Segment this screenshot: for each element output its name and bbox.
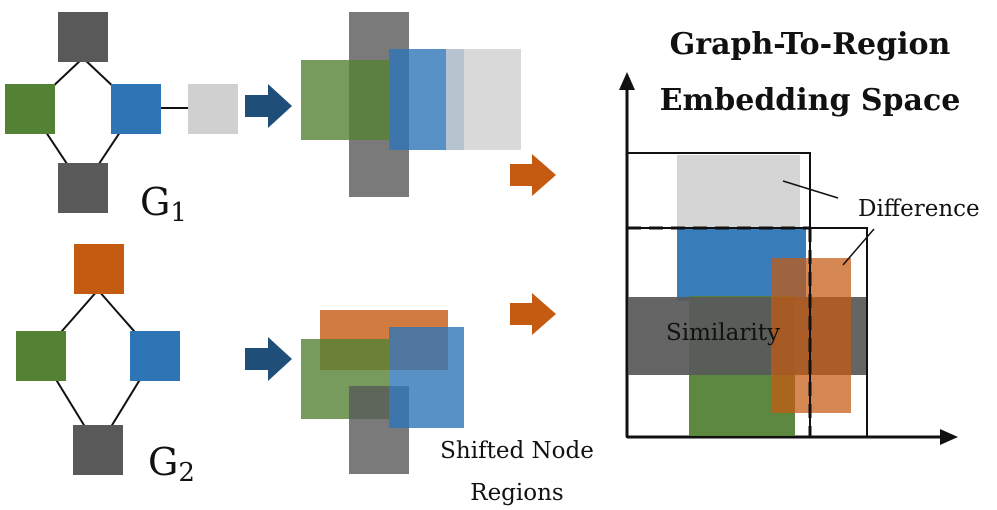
g2-label: G2 [148,440,195,488]
embedding-title-line2: Embedding Space [660,83,961,118]
g1-node-right [111,84,161,134]
g2-node-left [16,331,66,381]
shifted-caption-line1: Shifted Node [440,438,594,464]
g2-label-sub: 2 [178,458,195,488]
difference-pointer-orange [842,228,875,266]
shifted-caption-line2: Regions [470,480,563,506]
g2-node-top [74,244,124,294]
arrow-regions2-to-space [510,293,556,335]
g1-label: G1 [140,180,187,228]
x-axis-arrowhead [940,429,958,445]
g1-label-sub: 1 [170,198,187,228]
g2-node-right [130,331,180,381]
arrow-regions1-to-space [510,154,556,196]
similarity-label: Similarity [666,320,780,346]
g1-node-left [5,84,55,134]
space-light-gray-region [677,155,800,227]
y-axis-arrowhead [619,72,635,90]
g2-label-main: G [148,440,178,484]
difference-pointer-gray [782,180,839,199]
region1-green [301,60,389,140]
g1-node-bottom [58,163,108,213]
g1-label-main: G [140,180,170,224]
shifted-regions-g2 [301,310,464,474]
embedding-space: Graph-To-Region Embedding Space Differen… [619,27,980,445]
region1-light-gray [446,49,521,150]
arrow-g1-to-regions [245,84,292,128]
embedding-title-line1: Graph-To-Region [670,27,951,62]
graph-g1: G1 [5,12,238,228]
g2-node-bottom [73,425,123,475]
g1-node-extra [188,84,238,134]
region2-blue [389,327,464,428]
difference-label: Difference [858,196,980,222]
shifted-regions-g1 [301,12,521,197]
arrow-g2-to-regions [245,337,292,381]
g1-node-top [58,12,108,62]
graph-g2: G2 [16,244,195,488]
